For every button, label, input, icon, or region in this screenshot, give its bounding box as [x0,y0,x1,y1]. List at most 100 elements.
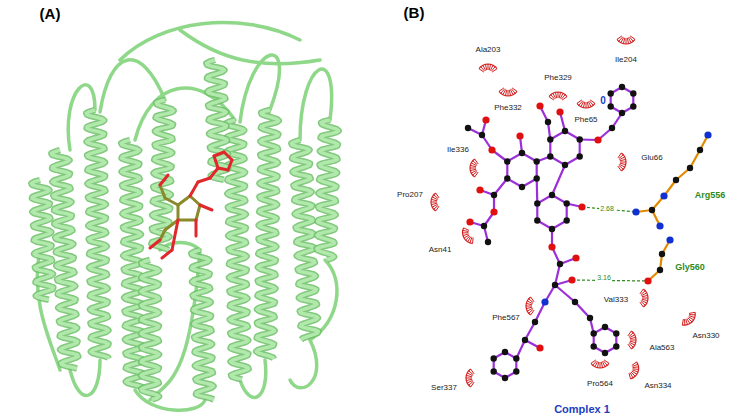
eyelash-spike [466,378,472,379]
ligand-stick [218,168,228,170]
eyelash-spike [586,102,587,108]
eyelash-spike [601,362,602,368]
eyelash-spike [466,379,472,380]
eyelash-spike [620,159,626,160]
eyelash-spike [509,90,510,96]
atom [465,125,471,131]
atom [466,218,473,225]
bond-distance: 3.16 [596,274,612,282]
atom [485,239,491,245]
eyelash-spike [602,361,605,366]
atom [534,158,540,164]
ligand-stick [214,152,224,156]
residue-label: Pro207 [397,191,423,200]
atom [577,153,583,159]
atom [564,217,570,223]
ligand-stick [162,250,172,258]
eyelash-spike [463,230,469,231]
residue-label: Asn334 [644,382,671,391]
eyelash-spike [686,319,688,325]
atom-label: 0 [600,95,606,106]
protein-cartoon [31,23,338,411]
helix-ribbon [291,140,318,340]
eyelash-arc [631,331,636,349]
eyelash-arc [431,193,436,211]
eyelash-arc [631,362,639,379]
atom [562,128,568,134]
atom [488,146,495,153]
atom [602,350,608,356]
eyelash-spike [626,38,627,44]
ligand-stick [160,185,165,198]
eyelash-spike [499,88,504,91]
eyelash-spike [628,37,631,42]
hbond-residue-label: Gly560 [675,263,705,273]
eyelash-spike [640,302,643,307]
eyelash-spike [489,64,490,70]
atom [564,200,570,206]
panel-label: (A) [40,6,61,23]
eyelash-spike [689,314,695,315]
eyelash-spike [577,100,582,103]
residue-label: Ala563 [650,344,675,353]
eyelash-spike [559,92,560,98]
eyelash-spike [642,295,648,296]
atom [657,267,663,273]
atom [534,200,540,206]
eyelash-spike [642,299,648,300]
ligand-stick [210,168,218,178]
eyelash-spike [508,90,509,96]
atom [572,299,578,305]
atom [704,131,711,138]
residue-label: Phe567 [492,314,520,323]
atom [644,277,651,284]
eyelash-spike [642,298,648,299]
atom [578,203,585,210]
atom [516,132,523,139]
eyelash-spike [558,92,559,98]
eyelash-spike [555,92,556,98]
eyelash-spike [583,102,584,108]
atom [534,175,540,181]
eyelash-spike [526,307,532,308]
atom [613,343,619,349]
atom [513,368,519,374]
atom [541,298,548,305]
eyelash-spike [597,362,598,368]
atom [697,147,703,153]
ligand-stick [214,156,218,168]
ligand-stick [160,230,165,240]
helix-ribbon [256,110,279,359]
eyelash-spike [617,36,622,39]
eyelash-spike [630,341,636,342]
eyelash-spike [633,366,639,368]
eyelash-spike [527,308,532,311]
ligplot [465,84,712,381]
eyelash-spike [682,319,683,325]
eyelash-spike [488,64,489,70]
ligand-stick [172,220,178,250]
helix-ribbon [31,180,53,300]
eyelash-spike [531,297,534,302]
residue-label: Pro564 [587,380,613,389]
atom [476,186,483,193]
eyelash-spike [620,162,626,163]
eyelash-spike [483,65,486,70]
helix-ribbon [51,150,78,369]
helix-ribbon [256,110,279,359]
atom [630,103,636,109]
residue-label: Ala203 [476,46,501,55]
eyelash-spike [436,193,439,198]
eyelash-spike [463,234,469,236]
ligand-stick [224,152,232,160]
atom [532,319,538,325]
residue-label: Phe329 [544,74,572,83]
caption: Complex 1 [554,403,610,415]
eyelash-spike [431,202,437,203]
eyelash-arc [643,289,648,307]
atom [591,343,597,349]
ligand-stick [190,196,200,205]
atom [659,251,665,257]
atom [491,355,497,361]
eyelash-spike [630,337,636,338]
